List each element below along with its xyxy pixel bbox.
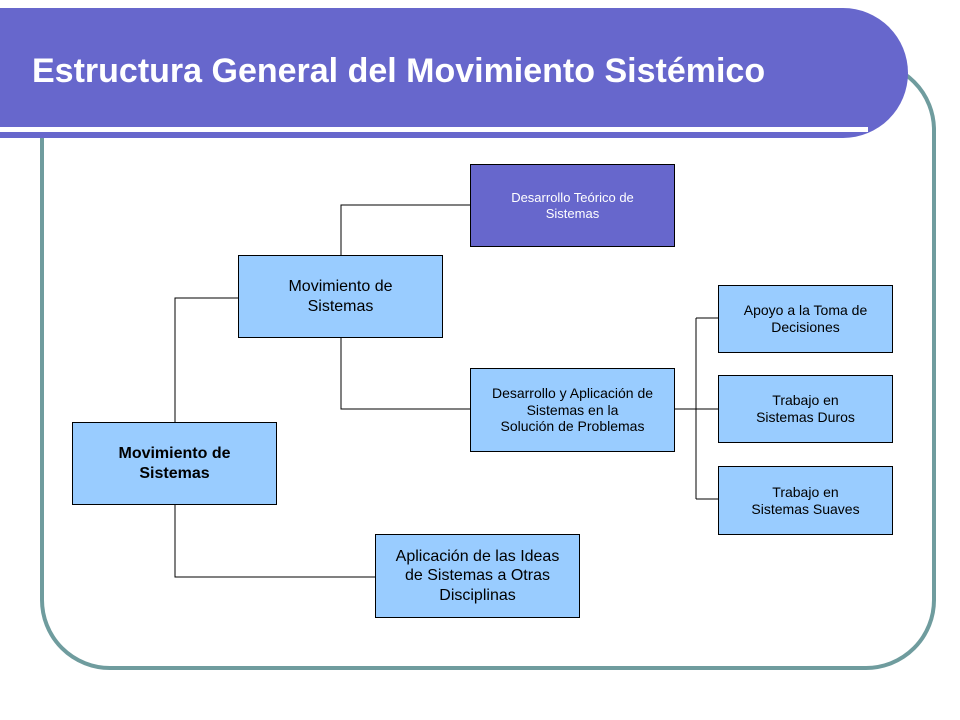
node-soft-systems: Trabajo en Sistemas Suaves <box>718 466 893 535</box>
title-underline <box>0 127 868 132</box>
connector-systems-to-theory <box>340 204 470 255</box>
connector-root-to-systems <box>174 297 238 422</box>
node-root-systems-movement: Movimiento de Sistemas <box>72 422 277 505</box>
page-title: Estructura General del Movimiento Sistém… <box>32 52 766 90</box>
node-decision-support: Apoyo a la Toma de Decisiones <box>718 285 893 353</box>
node-hard-systems: Trabajo en Sistemas Duros <box>718 375 893 443</box>
title-bar <box>0 8 908 138</box>
node-systems-movement: Movimiento de Sistemas <box>238 255 443 338</box>
node-problem-solving: Desarrollo y Aplicación de Sistemas en l… <box>470 368 675 452</box>
connector-root-to-disciplines <box>174 504 375 578</box>
node-theoretical-development: Desarrollo Teórico de Sistemas <box>470 164 675 247</box>
connector-systems-to-problem-solving <box>340 338 470 410</box>
node-other-disciplines: Aplicación de las Ideas de Sistemas a Ot… <box>375 534 580 618</box>
